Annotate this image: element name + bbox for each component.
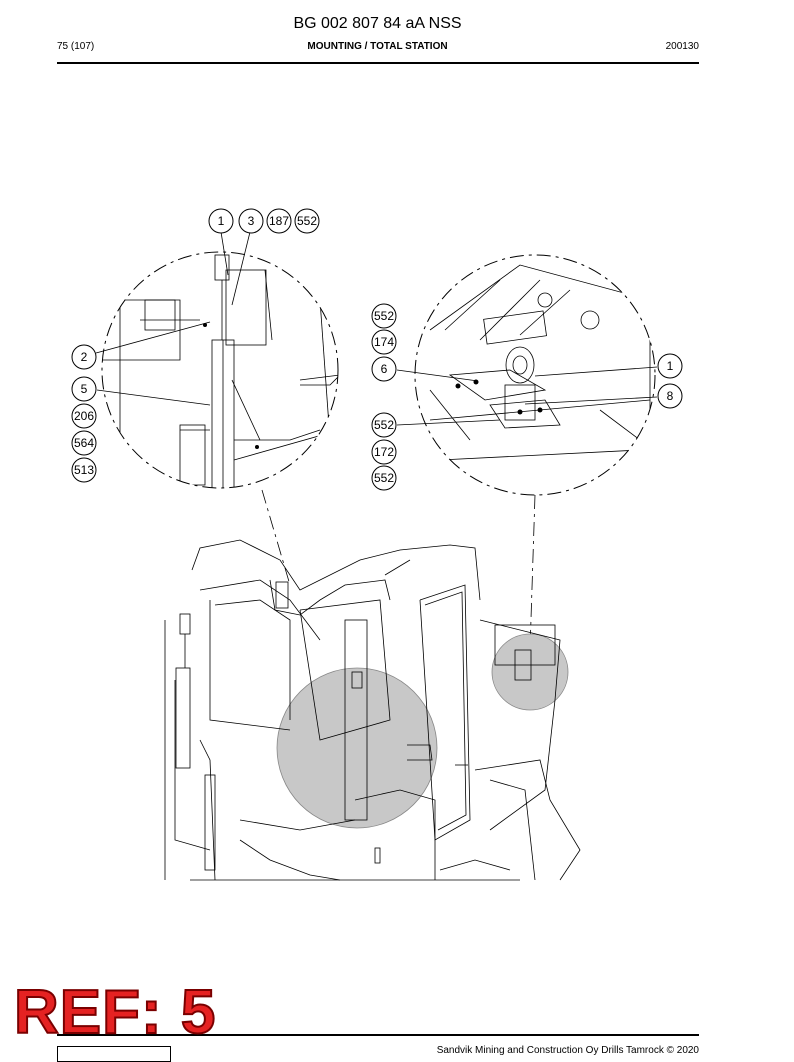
- callout-left-side-4: 513: [71, 457, 97, 483]
- callout-right-0: 1: [657, 353, 683, 379]
- footer-divider: [57, 1034, 699, 1036]
- document-date: 200130: [665, 41, 699, 52]
- callout-mid-2: 6: [371, 356, 397, 382]
- svg-text:5: 5: [81, 382, 88, 396]
- callout-left-side-3: 564: [71, 430, 97, 456]
- svg-text:1: 1: [667, 359, 674, 373]
- callout-left-top-3: 552: [294, 208, 320, 234]
- svg-text:3: 3: [248, 214, 255, 228]
- callout-right-1: 8: [657, 383, 683, 409]
- ref-watermark: REF: 5: [13, 978, 217, 1047]
- page-number: 75 (107): [57, 41, 95, 52]
- svg-text:564: 564: [74, 436, 94, 450]
- machine-cab-overview: [164, 539, 581, 881]
- document-title: BG 002 807 84 aA NSS: [293, 15, 462, 32]
- callout-left-top-1: 3: [238, 208, 264, 234]
- callout-left-side-1: 5: [71, 376, 97, 402]
- svg-text:172: 172: [374, 445, 394, 459]
- callout-mid-3: 552: [371, 412, 397, 438]
- company-logo: [57, 1046, 171, 1062]
- svg-text:513: 513: [74, 463, 94, 477]
- callout-mid-0: 552: [371, 303, 397, 329]
- svg-text:552: 552: [297, 214, 317, 228]
- callout-left-side-2: 206: [71, 403, 97, 429]
- footer-copyright: Sandvik Mining and Construction Oy Drill…: [436, 1045, 699, 1056]
- callout-left-top-2: 187: [266, 208, 292, 234]
- leader-lines: [95, 231, 658, 651]
- svg-text:552: 552: [374, 471, 394, 485]
- callout-mid-5: 552: [371, 465, 397, 491]
- section-title: MOUNTING / TOTAL STATION: [307, 41, 448, 52]
- svg-text:8: 8: [667, 389, 674, 403]
- callout-bubbles: 1 3 187 552 2 5 206 564 513 552 174 6 55…: [71, 208, 683, 491]
- callout-left-top-0: 1: [208, 208, 234, 234]
- detail-view-left: [101, 251, 339, 489]
- svg-text:187: 187: [269, 214, 289, 228]
- detail-view-right: [414, 254, 656, 496]
- svg-text:552: 552: [374, 309, 394, 323]
- callout-mid-1: 174: [371, 329, 397, 355]
- svg-text:6: 6: [381, 362, 388, 376]
- svg-text:174: 174: [374, 335, 394, 349]
- header-divider: [57, 62, 699, 64]
- callout-mid-4: 172: [371, 439, 397, 465]
- svg-text:2: 2: [81, 350, 88, 364]
- callout-left-side-0: 2: [71, 344, 97, 370]
- svg-text:206: 206: [74, 409, 94, 423]
- svg-text:1: 1: [218, 214, 225, 228]
- svg-text:552: 552: [374, 418, 394, 432]
